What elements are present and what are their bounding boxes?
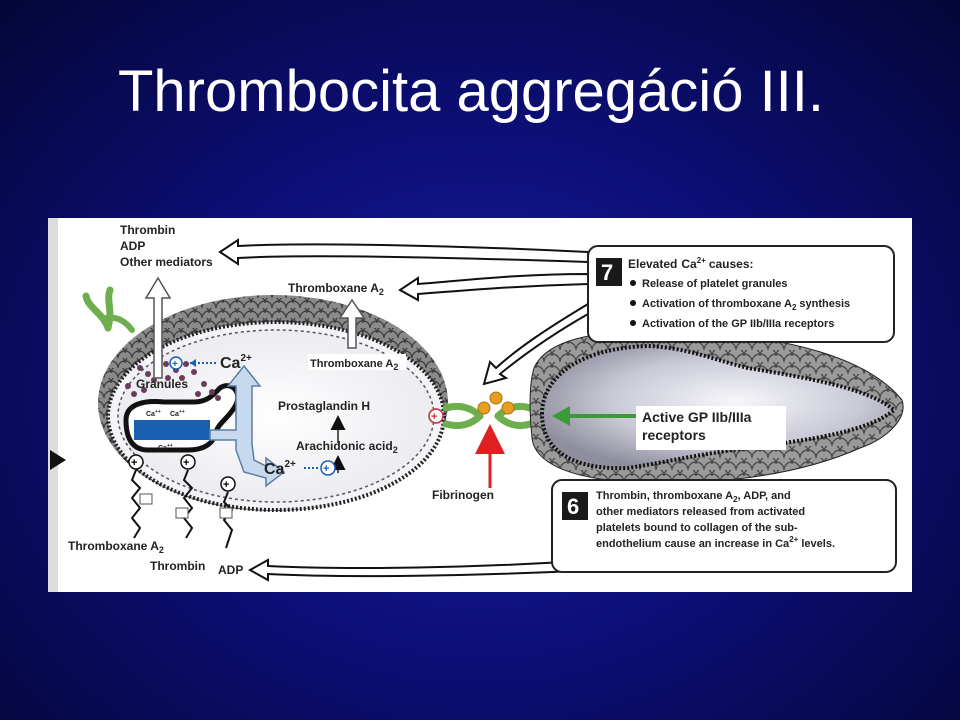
mediator-other: Other mediators: [120, 255, 213, 269]
svg-text:+: +: [131, 457, 137, 469]
thromboxane-inner-label: Thromboxane A2: [310, 358, 398, 372]
gp-iib-iiia-bridge: [442, 391, 534, 430]
fibrinogen-label: Fibrinogen: [432, 488, 494, 502]
figure-panel: Ca++ Ca++ Ca++ Granules Thrombin ADP Oth…: [48, 218, 912, 592]
ca-store-label-3: Ca++: [158, 443, 173, 452]
svg-text:+: +: [223, 479, 229, 491]
plus-sign-lower: +: [323, 463, 329, 475]
arrowhead-icon: [190, 359, 196, 367]
box7-bullet-3: Activation of the GP IIb/IIIa receptors: [642, 318, 834, 330]
active-receptor-line1: Active GP IIb/IIIa: [642, 409, 752, 425]
svg-text:+: +: [431, 411, 437, 423]
granules-label: Granules: [136, 377, 188, 391]
ca-label-upper: Ca2+: [220, 353, 252, 372]
arachidonic-label: Arachidonic acid2: [296, 439, 398, 455]
ca-store-label-2: Ca++: [170, 409, 185, 418]
box6-line-1: Thrombin, thromboxane A2, ADP, and: [596, 490, 791, 504]
left-margin-strip: [48, 218, 58, 592]
active-receptor-arrowhead-icon: [552, 406, 570, 426]
step-number-box-7: [596, 258, 622, 286]
box6-line-4: endothelium cause an increase in Ca2+ le…: [596, 535, 835, 550]
membrane-plus-markers: + + + +: [128, 408, 444, 492]
mediator-adp: ADP: [120, 239, 145, 253]
step-number-6: 6: [567, 494, 579, 519]
thromboxane-top-label: Thromboxane A2: [288, 281, 384, 297]
plus-icon-lower: [320, 460, 336, 476]
step-number-7: 7: [601, 260, 613, 285]
bottom-label-thrombin: Thrombin: [150, 559, 205, 573]
prostaglandin-label: Prostaglandin H: [278, 399, 370, 413]
feedback-arrows: [218, 238, 597, 582]
box6-line-2: other mediators released from activated: [596, 506, 805, 518]
thromboxane-inner-bg: [308, 354, 406, 370]
active-receptor-line2: receptors: [642, 427, 706, 443]
svg-text:+: +: [183, 457, 189, 469]
mediator-release-arrow: [144, 276, 172, 379]
left-pointer-icon: [50, 450, 66, 470]
bottom-label-thromboxane: Thromboxane A2: [68, 539, 164, 555]
ca-store-label-1: Ca++: [146, 409, 161, 418]
bottom-label-adp: ADP: [218, 563, 243, 577]
slide-title: Thrombocita aggregáció III.: [118, 59, 825, 124]
membrane-receptor-signals: [130, 469, 234, 549]
plus-icon: [169, 356, 183, 370]
mediator-thrombin: Thrombin: [120, 223, 175, 237]
thromboxane-release-arrow: [338, 298, 366, 349]
step-number-box-6: [562, 492, 588, 520]
box7-bullet-1: Release of platelet granules: [642, 278, 788, 290]
active-receptor-label-bg: [636, 406, 786, 450]
top-mediators-list: Thrombin ADP Other mediators: [120, 223, 213, 269]
box6-line-3: platelets bound to collagen of the sub-: [596, 522, 798, 534]
ca-label-lower: Ca2+: [264, 459, 296, 478]
calcium-store-bar: [134, 420, 210, 440]
receptor-top-left: [82, 286, 135, 333]
plus-sign: +: [172, 359, 178, 370]
callout-box-6: 6 Thrombin, thromboxane A2, ADP, and oth…: [551, 479, 897, 573]
calcium-release-arrow: [209, 364, 286, 488]
platelet-aggregation-diagram: Ca++ Ca++ Ca++ Granules Thrombin ADP Oth…: [48, 218, 904, 592]
